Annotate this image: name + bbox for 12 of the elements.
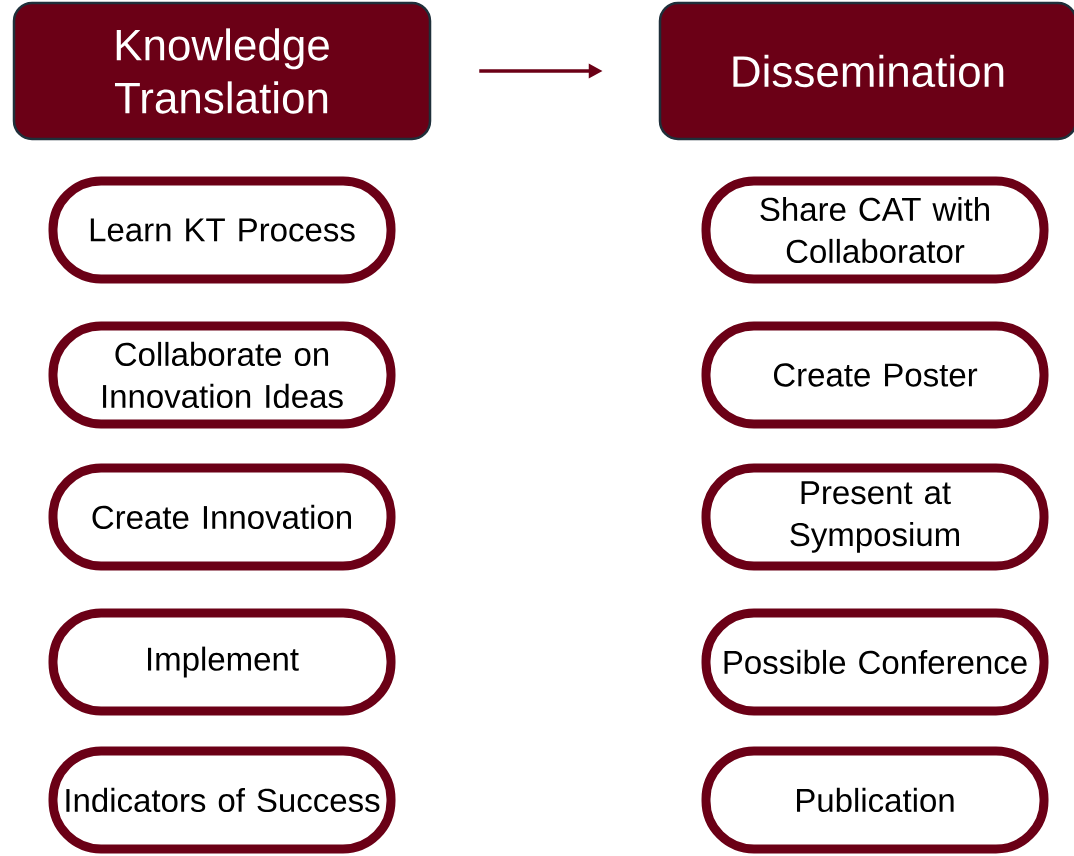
header-box: Dissemination [658, 1, 1074, 141]
step-pill: Indicators of Success [48, 746, 396, 854]
step-pill: Create Innovation [48, 463, 396, 571]
step-pill: Present at Symposium [701, 463, 1049, 571]
step-pill: Collaborate on Innovation Ideas [48, 321, 396, 429]
step-pill: Share CAT with Collaborator [701, 176, 1049, 284]
step-pill: Implement [48, 608, 396, 716]
step-pill: Possible Conference [701, 608, 1049, 716]
header-box: Knowledge Translation [12, 1, 432, 141]
step-pill: Learn KT Process [48, 176, 396, 284]
step-pill: Publication [701, 746, 1049, 854]
step-pill: Create Poster [701, 321, 1049, 429]
